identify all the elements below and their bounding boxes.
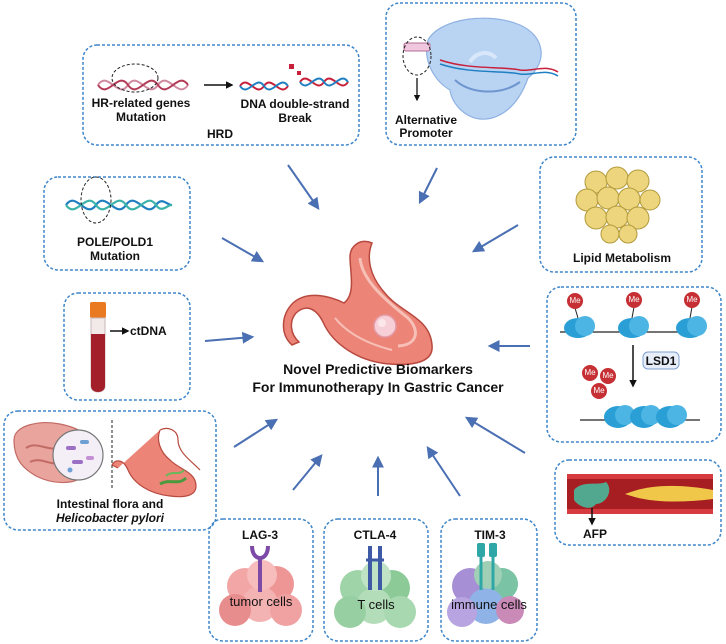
tim3-receptor-icon [477,543,497,590]
tim3-box [440,518,538,642]
tumor-cells-label: tumor cells [229,594,293,609]
stomach-illustration [282,240,433,366]
me-tag-1: Me [569,296,581,305]
pole-box [43,176,191,271]
dna-break-icon [239,64,349,91]
ctla4-box [323,518,429,642]
arrow-flora [233,418,279,448]
promoter-box [385,2,577,146]
me-tag-6: Me [593,386,605,395]
lipid-label: Lipid Metabolism [572,251,671,265]
t-cells-icon [334,561,416,628]
ctdna-box [63,292,191,401]
nucleosome-icon-bottom [580,365,700,428]
me-tag-3: Me [686,295,698,304]
hrd-label: HRD [207,127,233,141]
ctdna-label: ctDNA [130,324,167,338]
afp-label: AFP [583,527,607,541]
immune-cells-label: immune cells [451,597,527,612]
dna-break-label-line1: DNA double-strand [240,97,350,111]
nucleosome-icon-top [560,292,707,338]
lipid-box [539,156,703,273]
lag3-receptor-icon [250,545,270,592]
arrow-ctdna [204,331,255,344]
blood-tube-icon [90,302,106,393]
arrow-lag3 [292,454,323,491]
lsd1-badge [642,351,680,370]
flora-box [3,410,217,531]
me-tag-5: Me [602,371,614,380]
flora-label-line2: Helicobacter pylori [55,511,165,525]
lsd1-label: LSD1 [645,354,677,368]
lag3-label: LAG-3 [242,528,278,542]
flora-label-line1: Intestinal flora and [56,497,164,511]
hrd-box [82,44,360,146]
ctla4-label: CTLA-4 [353,528,397,542]
dna-break-label-line2: Break [278,111,312,125]
me-tag-4: Me [584,368,596,377]
arrow-lipid [471,224,519,253]
pole-label-line2: Mutation [90,249,140,263]
arrow-hrd [287,164,320,210]
hr-genes-label-line2: Mutation [116,110,166,124]
promoter-label-line1: Alternative [394,113,458,127]
arrow-tim3 [426,446,461,497]
center-title-line2: For Immunotherapy In Gastric Cancer [252,379,504,395]
methylation-box [546,286,722,443]
dna-helix-icon-hr [97,63,189,93]
dna-helix-icon-pole [65,176,173,224]
tumor-cells-icon [219,560,302,626]
arrow-methylation-lower [464,416,526,454]
blood-vessel-icon [567,474,713,526]
immune-cells-icon [447,561,524,627]
intestine-icon [13,422,104,484]
t-cells-label: T cells [357,597,395,612]
polymerase-icon [402,17,559,120]
tim3-label: TIM-3 [474,528,506,542]
me-tag-2: Me [628,295,640,304]
pole-label-line1: POLE/POLD1 [76,235,153,249]
arrow-promoter [418,167,438,205]
afp-box [554,459,722,546]
lag3-box [208,518,314,642]
center-title-line1: Novel Predictive Biomarkers [283,361,473,377]
promoter-label-line2: Promoter [399,126,453,140]
ctla4-receptor-icon [366,546,384,590]
lipid-droplets-icon [575,166,661,244]
stomach-hpylori-icon [111,427,201,498]
arrow-pole [221,237,265,263]
hr-genes-label-line1: HR-related genes [91,96,191,110]
